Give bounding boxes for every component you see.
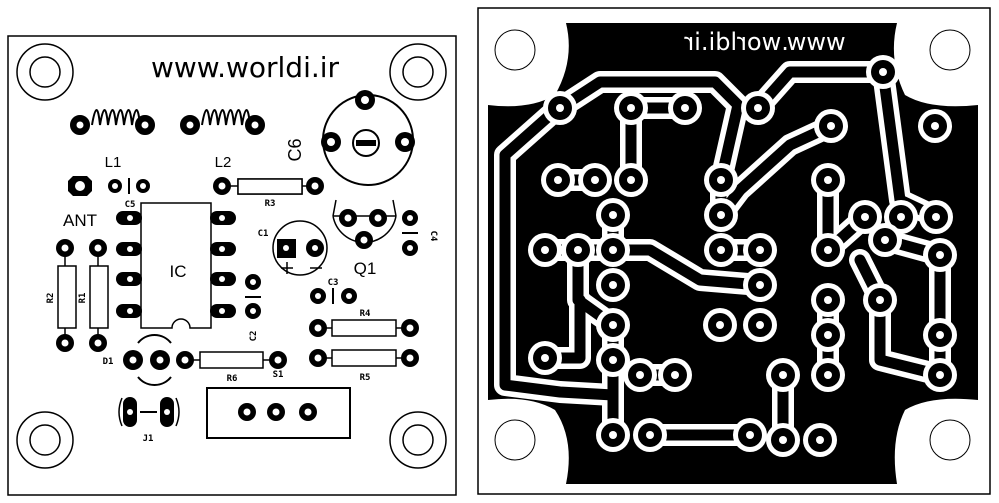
copper-pad	[528, 233, 562, 267]
resistor-r3	[213, 177, 324, 195]
label-r2: R2	[46, 293, 56, 304]
copper-pad	[733, 418, 767, 452]
copper-trace	[499, 102, 619, 401]
diode-d1	[123, 333, 172, 387]
coil-l1	[70, 109, 155, 135]
label-r5: R5	[360, 373, 371, 383]
label-ic: IC	[170, 262, 187, 281]
copper-trace	[572, 244, 619, 441]
copper-pad	[866, 55, 900, 89]
copper-trace	[854, 254, 946, 381]
label-d1: D1	[103, 357, 114, 367]
ic-socket	[116, 202, 236, 329]
copper-pad	[863, 283, 897, 317]
copper-pad	[668, 91, 702, 125]
copper-pad	[811, 233, 845, 267]
label-j1: J1	[143, 434, 154, 444]
copper-pad	[811, 358, 845, 392]
copper-pad	[596, 198, 630, 232]
resistor-r1	[89, 239, 109, 352]
copper-pad	[811, 283, 845, 317]
mirrored-url: www.worldi.ir	[684, 28, 845, 56]
copper-pad	[811, 318, 845, 352]
copper-pad	[743, 308, 777, 342]
copper-pad	[868, 223, 902, 257]
label-l1: L1	[105, 154, 122, 171]
three-pin-connector	[206, 387, 351, 439]
copper-pad	[703, 308, 737, 342]
copper-pad	[528, 341, 562, 375]
capacitor-c4	[402, 210, 418, 256]
label-c2: C2	[249, 331, 259, 342]
label-c5: C5	[125, 200, 136, 210]
copper-pad	[704, 163, 738, 197]
copper-pad	[623, 358, 657, 392]
copper-pad	[923, 358, 957, 392]
jumper-j1	[118, 397, 180, 427]
label-c4: C4	[428, 231, 438, 242]
resistor-r6	[176, 351, 287, 369]
label-l2: L2	[215, 154, 232, 171]
copper-pad	[704, 233, 738, 267]
copper-pad	[923, 318, 957, 352]
resistor-r5	[309, 349, 419, 367]
label-c3: C3	[328, 278, 339, 288]
label-r1: R1	[78, 293, 88, 304]
label-c6: C6	[285, 138, 305, 161]
mounting-holes	[16, 43, 447, 469]
copper-pad	[803, 423, 837, 457]
label-r3: R3	[265, 199, 276, 209]
copper-pad	[596, 268, 630, 302]
copper-pad	[541, 163, 575, 197]
copper-pad	[596, 418, 630, 452]
copper-pad	[918, 109, 952, 143]
copper-pad	[596, 233, 630, 267]
ant-pads	[68, 176, 150, 196]
copper-pads	[528, 55, 957, 457]
transistor-q1	[332, 199, 397, 249]
label-r4: R4	[360, 309, 371, 319]
copper-pad	[743, 268, 777, 302]
label-ant: ANT	[63, 211, 97, 230]
copper-pad	[741, 91, 775, 125]
copper-pad	[811, 163, 845, 197]
copper-pad	[633, 418, 667, 452]
copper-pad	[848, 200, 882, 234]
copper-pad	[578, 163, 612, 197]
coil-l2	[180, 109, 265, 135]
label-q1: Q1	[354, 259, 377, 278]
copper-pad	[614, 91, 648, 125]
copper-panel: www.worldi.ir	[477, 7, 991, 495]
resistor-r4	[309, 319, 419, 337]
copper-pad	[814, 109, 848, 143]
copper-pad	[923, 238, 957, 272]
label-c1: C1	[258, 229, 269, 239]
capacitor-c2	[245, 274, 261, 319]
copper-pad	[561, 233, 595, 267]
copper-pad	[704, 198, 738, 232]
silkscreen-panel: www.worldi.ir L1 L2 C6	[7, 35, 457, 496]
capacitor-c3	[310, 288, 357, 304]
trimmer-c6	[321, 90, 415, 186]
copper-pad	[658, 358, 692, 392]
copper-pad	[596, 308, 630, 342]
site-url: www.worldi.ir	[151, 51, 340, 84]
copper-pad	[743, 233, 777, 267]
copper-pad	[596, 343, 630, 377]
copper-pad	[614, 163, 648, 197]
resistor-r2	[56, 239, 77, 352]
corner-holes	[494, 29, 971, 461]
copper-pad	[766, 423, 800, 457]
copper-pad	[919, 200, 953, 234]
capacitor-c1	[272, 220, 328, 276]
label-r6: R6	[227, 374, 238, 384]
label-s1: S1	[273, 370, 284, 380]
copper-pad	[543, 91, 577, 125]
copper-pad	[766, 358, 800, 392]
